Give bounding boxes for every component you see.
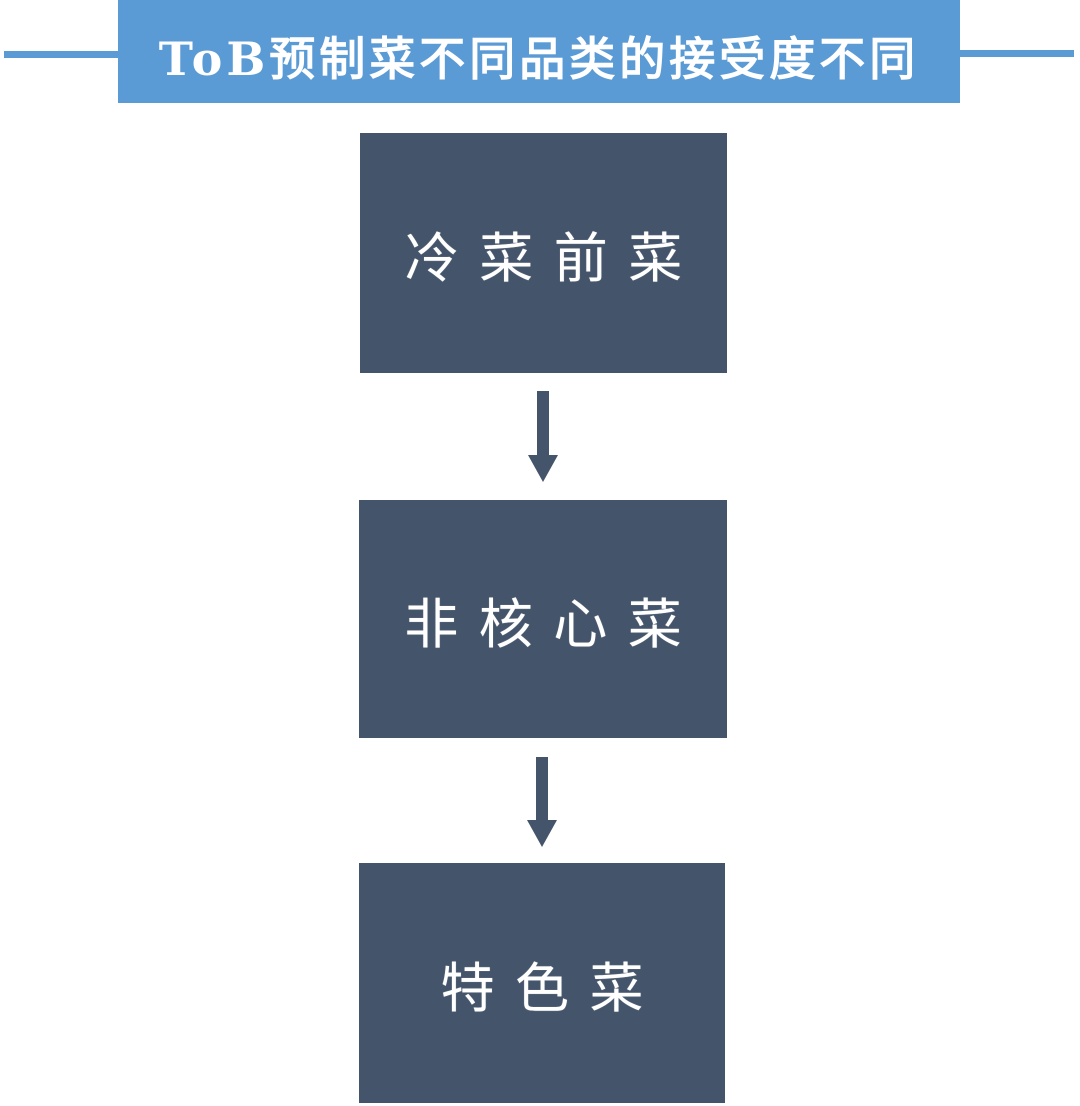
page-title: ToB预制菜不同品类的接受度不同 (158, 31, 920, 86)
down-arrow-icon (527, 757, 557, 847)
flow-node-non-core-dishes: 非核心菜 (359, 500, 727, 738)
flow-node-label: 非核心菜 (404, 592, 703, 656)
flow-node-label: 特色菜 (440, 956, 665, 1020)
header-rule-left (4, 51, 118, 58)
down-arrow-shaft (537, 391, 549, 455)
flow-node-specialty-dishes: 特色菜 (359, 863, 725, 1103)
down-arrow-head (527, 820, 557, 847)
header-rule-right (960, 50, 1074, 57)
header-banner: ToB预制菜不同品类的接受度不同 (118, 0, 960, 103)
down-arrow-icon (528, 391, 558, 482)
down-arrow-head (528, 455, 558, 482)
flow-node-cold-appetizers: 冷菜前菜 (360, 133, 727, 373)
flow-node-label: 冷菜前菜 (404, 226, 703, 290)
down-arrow-shaft (536, 757, 548, 820)
